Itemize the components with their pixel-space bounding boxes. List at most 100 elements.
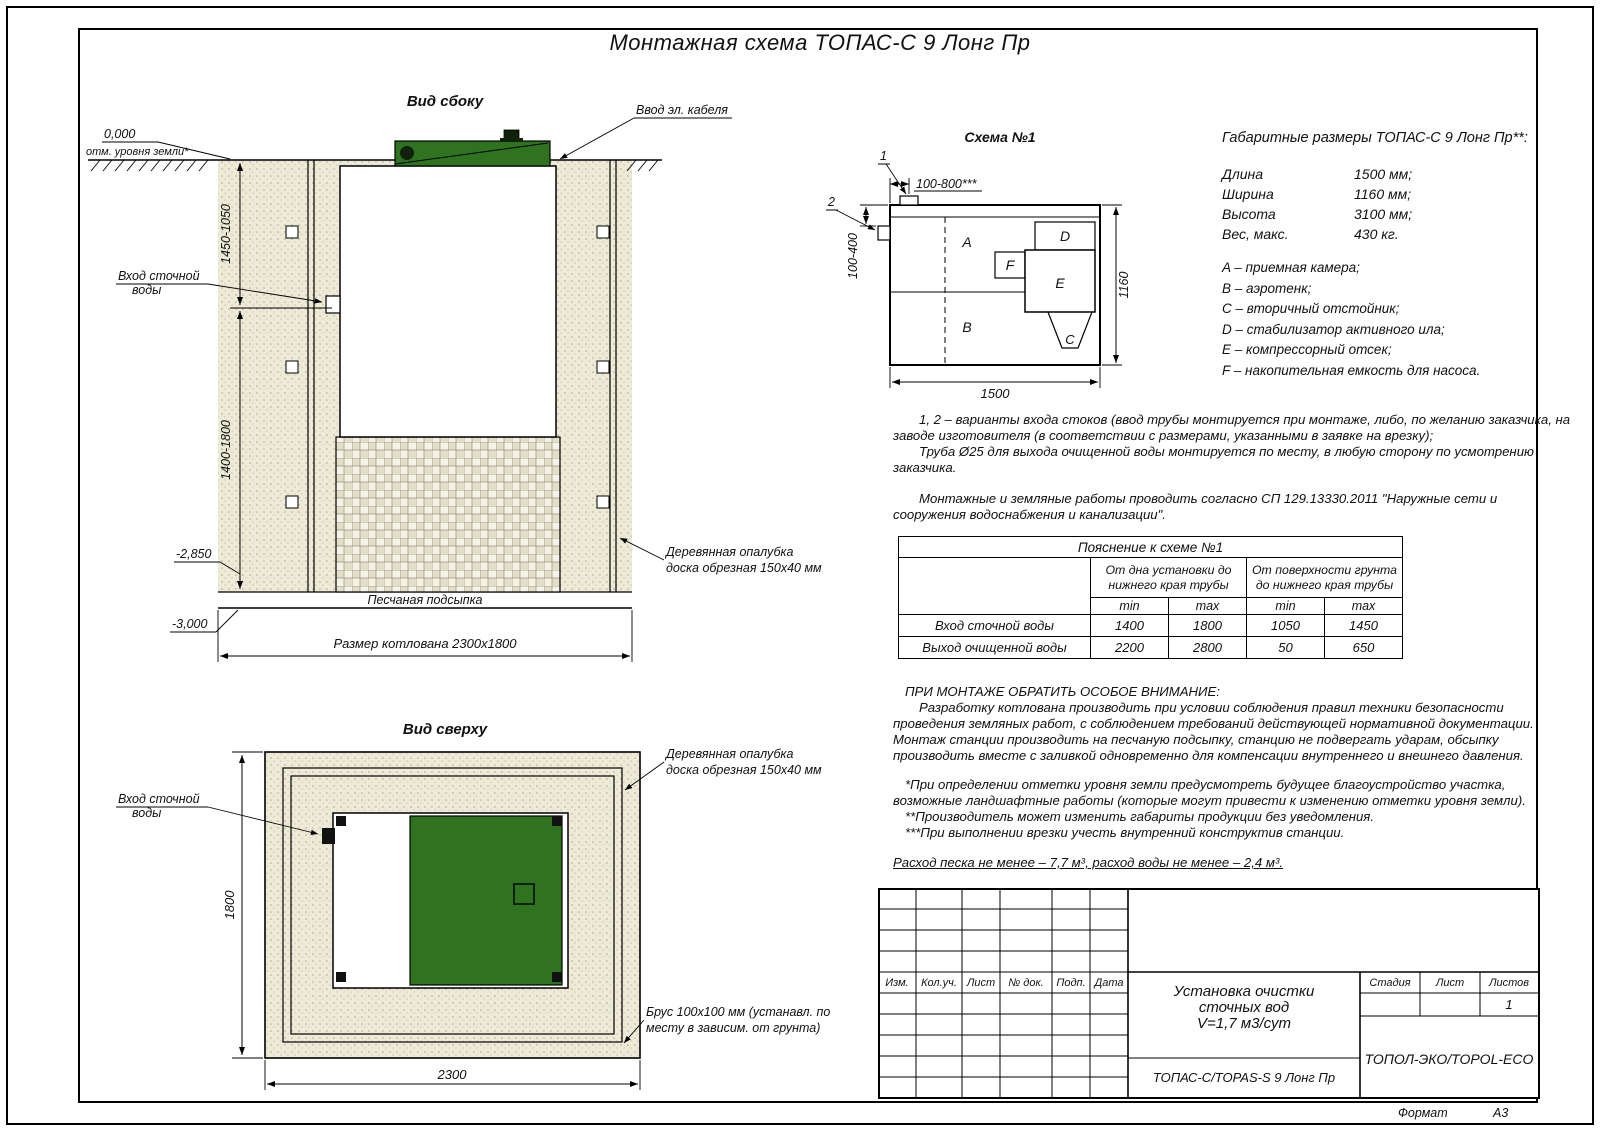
- svg-text:месту в зависим. от грунта): месту в зависим. от грунта): [646, 1021, 820, 1035]
- header-ndok: № док.: [1008, 977, 1043, 989]
- header-data: Дата: [1092, 977, 1123, 989]
- legend-item: C – вторичный отстойник;: [1222, 301, 1400, 316]
- sheets-label: Листов: [1488, 977, 1529, 989]
- table-max-header: max: [1324, 597, 1403, 615]
- header-koluch: Кол.уч.: [921, 977, 957, 989]
- svg-text:доска обрезная 150х40 мм: доска обрезная 150х40 мм: [666, 561, 822, 575]
- cable-entry-label: Ввод эл. кабеля: [559, 103, 732, 160]
- doc-title-line2: сточных вод: [1199, 999, 1289, 1016]
- cell-value: 1450: [1324, 614, 1403, 637]
- svg-text:Деревянная опалубка: Деревянная опалубка: [664, 545, 793, 559]
- compartment-c: C: [1065, 332, 1075, 347]
- explanation-table: Пояснение к схеме №1 От дна установки до…: [898, 536, 1403, 659]
- table-title: Пояснение к схеме №1: [898, 536, 1403, 558]
- tank-lid-top: [409, 815, 563, 986]
- depth-dimensions: 1450-1050 1400-1800: [219, 159, 332, 593]
- scheme-dim-top: 100-800***: [889, 177, 982, 203]
- row-label: Вход сточной воды: [898, 614, 1091, 637]
- sand-bedding-label: Песчаная подсыпка: [367, 593, 482, 607]
- compartment-d: D: [1060, 228, 1070, 244]
- note-sp-standard: Монтажные и земляные работы проводить со…: [893, 491, 1498, 522]
- pit-size-dimension: Размер котлована 2300х1800: [217, 610, 633, 662]
- title-block: Изм. Кол.уч. Лист № док. Подп. Дата Стад…: [878, 888, 1540, 1099]
- formwork-frame-top: [282, 767, 623, 1043]
- svg-text:Деревянная опалубка: Деревянная опалубка: [664, 747, 793, 761]
- title-block-headers: Изм. Кол.уч. Лист № док. Подп. Дата Стад…: [885, 977, 1529, 1012]
- note-outlet-pipe: Труба Ø25 для выхода очищенной воды монт…: [893, 444, 1534, 475]
- doc-title-line1: Установка очистки: [1173, 983, 1315, 1000]
- ground-surface: [88, 159, 662, 172]
- table-group1-header: От дна установки до нижнего края трубы: [1090, 557, 1247, 598]
- legend-item: D – стабилизатор активного ила;: [1222, 321, 1445, 337]
- dim-lower-text: 1400-1800: [219, 420, 233, 480]
- sheet-outer-border: [6, 6, 1594, 1125]
- footnote-1: *При определении отметки уровня земли пр…: [893, 777, 1526, 808]
- svg-text:Ввод эл. кабеля: Ввод эл. кабеля: [636, 103, 728, 117]
- formwork-boards: [307, 160, 617, 592]
- legend-item: B – аэротенк;: [1222, 280, 1312, 296]
- inlet-stub-top: [322, 828, 335, 844]
- inlet-pipe-stub: [325, 295, 341, 314]
- svg-text:100-400: 100-400: [846, 233, 860, 279]
- tank-lid: [394, 129, 551, 167]
- dim-2300: 2300: [264, 1060, 641, 1090]
- drawing-frame: [78, 28, 1538, 1103]
- svg-text:100-800***: 100-800***: [916, 177, 978, 191]
- overall-dimensions-block: Габаритные размеры ТОПАС-С 9 Лонг Пр**: …: [1222, 130, 1562, 244]
- top-view-drawing: Вход сточной воды Деревянная опалубка до…: [116, 721, 830, 1090]
- scheme-dim-left: 100-400: [846, 204, 888, 279]
- scheme1-drawing: Схема №1 A B C D E F 1 2: [826, 129, 1131, 401]
- table-corner-cell: [898, 557, 1091, 615]
- table-row: Выход очищенной воды 2200 2800 50 650: [898, 636, 1403, 659]
- svg-text:1800: 1800: [222, 890, 237, 920]
- consumption-note: Расход песка не менее – 7,7 м³, расход в…: [893, 855, 1284, 870]
- svg-text:доска обрезная 150х40 мм: доска обрезная 150х40 мм: [666, 763, 822, 777]
- sheets-value: 1: [1505, 997, 1512, 1012]
- scheme-marker-1: 1: [878, 149, 907, 195]
- table-group2-header: От поверхности грунта до нижнего края тр…: [1246, 557, 1403, 598]
- svg-text:Вход сточной: Вход сточной: [118, 269, 200, 283]
- table-min-header: min: [1246, 597, 1325, 615]
- formwork-clips: [285, 225, 610, 509]
- tank-body: [339, 165, 557, 438]
- svg-text:2: 2: [827, 195, 835, 209]
- footnote-3: ***При выполнении врезки учесть внутренн…: [905, 825, 1345, 840]
- timber-label: Брус 100х100 мм (устанавл. по месту в за…: [623, 1005, 830, 1044]
- compartment-f: F: [1006, 257, 1016, 273]
- notes-block: 1, 2 – варианты входа стоков (ввод трубы…: [893, 412, 1571, 523]
- formwork-label-side: Деревянная опалубка доска обрезная 150х4…: [619, 537, 822, 575]
- legend-item: F – накопительная емкость для насоса.: [1222, 362, 1481, 378]
- title-block-content: Установка очистки сточных вод V=1,7 м3/с…: [1153, 983, 1534, 1085]
- scheme-inlet-stub-2: [877, 225, 891, 241]
- formwork-label-top: Деревянная опалубка доска обрезная 150х4…: [624, 747, 822, 791]
- svg-text:Вход сточной: Вход сточной: [118, 792, 200, 806]
- svg-text:воды: воды: [132, 283, 161, 297]
- svg-text:1: 1: [880, 149, 887, 163]
- dim-upper-text: 1450-1050: [219, 204, 233, 264]
- legend-item: A – приемная камера;: [1222, 260, 1360, 275]
- scheme-label: Схема №1: [964, 129, 1035, 145]
- cell-value: 1400: [1090, 614, 1169, 637]
- svg-text:1160: 1160: [1117, 272, 1131, 299]
- cell-value: 2800: [1168, 636, 1247, 659]
- svg-text:Брус 100х100 мм (устанавл. по: Брус 100х100 мм (устанавл. по: [646, 1005, 830, 1019]
- level-marks: 0,000 отм. уровня земли* -2,850 -3,000: [86, 127, 241, 633]
- header-podp: Подп.: [1056, 977, 1085, 989]
- manhole-icon: [400, 146, 414, 160]
- header-list: Лист: [966, 977, 995, 989]
- inlet-label-top: Вход сточной воды: [116, 792, 319, 835]
- side-view-label: Вид сбоку: [407, 93, 484, 110]
- dimensions-title: Габаритные размеры ТОПАС-С 9 Лонг Пр**:: [1222, 130, 1528, 146]
- level-2850-text: -2,850: [176, 547, 211, 561]
- company-name: ТОПОЛ-ЭКО/TOPOL-ECO: [1365, 1051, 1534, 1067]
- page-title: Монтажная схема ТОПАС-С 9 Лонг Пр: [609, 30, 1031, 55]
- header-izm: Изм.: [885, 977, 908, 989]
- dimension-row: Вес, макс.430 кг.: [1222, 226, 1399, 242]
- cell-value: 1050: [1246, 614, 1325, 637]
- timber-corner-blocks: [336, 816, 562, 982]
- scheme-inner-partitions: [890, 217, 1096, 363]
- pit-size-text: Размер котлована 2300х1800: [333, 636, 517, 651]
- format-value: А3: [1493, 1106, 1509, 1120]
